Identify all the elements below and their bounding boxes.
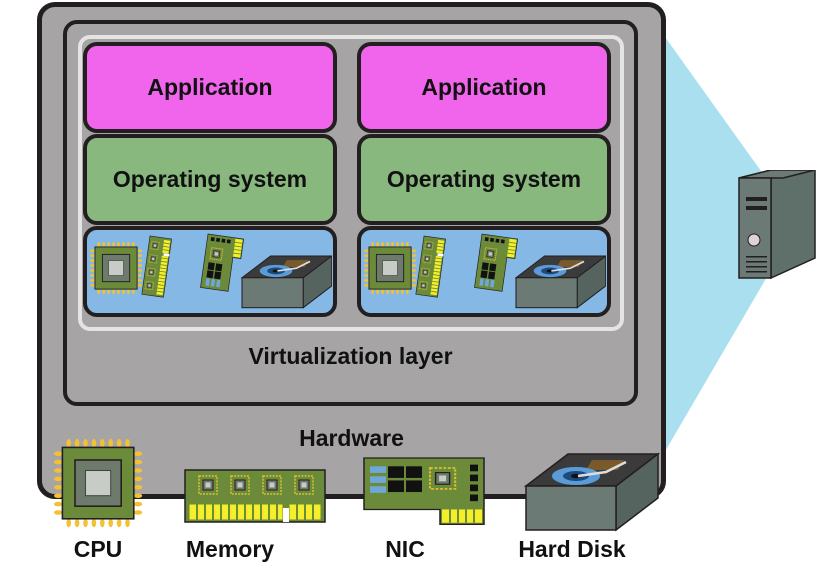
vm2-hard-disk-icon	[515, 255, 606, 309]
zoom-beam-shape	[660, 30, 771, 460]
vm2-nic-icon	[474, 234, 517, 292]
vm1-nic-icon	[200, 234, 243, 292]
vm2-memory-icon	[416, 236, 446, 297]
hard-disk-icon	[524, 452, 660, 532]
vm2-application: Application	[357, 42, 611, 133]
vm2-os-label: Operating system	[386, 166, 582, 192]
vm1-hard-disk-icon	[241, 255, 332, 309]
cpu-label: CPU	[73, 536, 123, 562]
nic-icon	[362, 456, 488, 526]
hardware-label: Hardware	[299, 425, 404, 451]
hard-disk-label: Hard Disk	[518, 536, 626, 562]
vm2-operating-system: Operating system	[357, 134, 611, 225]
vm2-application-label: Application	[421, 74, 547, 100]
virtual-machines-container	[78, 35, 624, 331]
server-tower-icon	[738, 170, 816, 280]
vm1-operating-system: Operating system	[83, 134, 337, 225]
vm2-hardware-icons	[363, 232, 606, 309]
vm1-cpu-icon	[89, 241, 143, 295]
vm1-memory-icon	[142, 236, 172, 297]
vm1-os-label: Operating system	[112, 166, 308, 192]
memory-label: Memory	[185, 536, 275, 562]
vm1-hardware-icons	[89, 232, 332, 309]
vm1-application-label: Application	[147, 74, 273, 100]
virtualization-layer-label: Virtualization layer	[248, 343, 453, 369]
memory-icon	[183, 468, 329, 526]
cpu-icon	[53, 438, 143, 528]
nic-label: NIC	[385, 536, 425, 562]
vm1-application: Application	[83, 42, 337, 133]
vm2-cpu-icon	[363, 241, 417, 295]
